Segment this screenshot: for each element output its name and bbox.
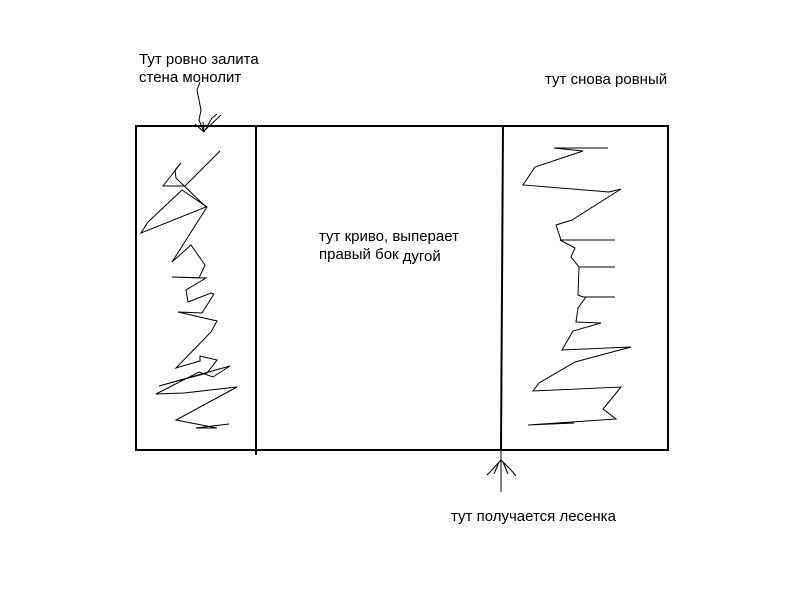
right-zigzag-scribble bbox=[522, 147, 632, 426]
outer-rectangle bbox=[135, 125, 669, 451]
label-bottom: тут получается лесенка bbox=[451, 508, 616, 525]
label-top-left-line1: Тут ровно залита bbox=[139, 51, 259, 68]
bottom-arrow bbox=[486, 459, 517, 477]
left-zigzag-scribble bbox=[139, 150, 238, 429]
label-center-line1: тут криво, выперает bbox=[319, 228, 459, 245]
right-divider-line bbox=[500, 125, 504, 451]
label-top-left-line2: стена монолит bbox=[139, 69, 242, 86]
top-left-arrow bbox=[194, 81, 222, 133]
label-top-right: тут снова ровный bbox=[545, 71, 668, 88]
label-center-line2: правый бок bbox=[319, 246, 399, 263]
label-center-line3: дугой bbox=[402, 248, 441, 265]
label-top-left: Тут ровно залита стена монолит bbox=[139, 51, 259, 87]
